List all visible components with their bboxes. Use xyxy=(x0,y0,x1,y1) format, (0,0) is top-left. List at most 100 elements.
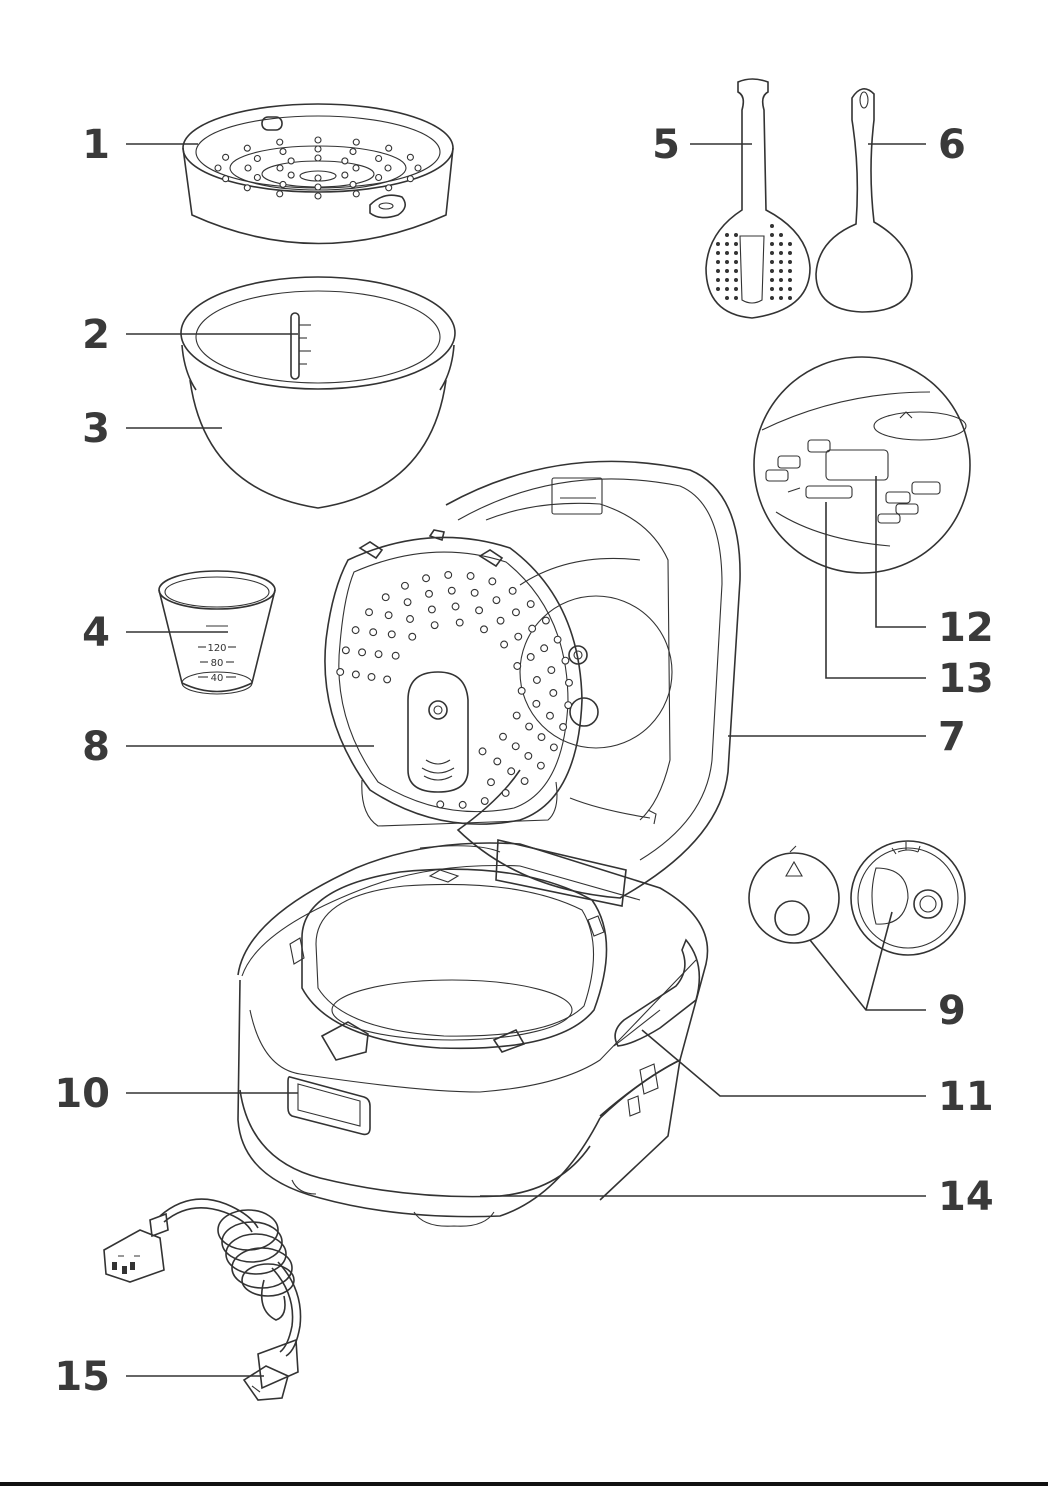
perforation-hole xyxy=(277,139,283,145)
cup-mark-40: 40 xyxy=(211,673,224,684)
perforation-hole xyxy=(508,768,515,775)
perforation-hole xyxy=(384,676,391,683)
perforation-hole xyxy=(734,269,738,273)
callout-9: 9 xyxy=(938,988,966,1034)
callout-8: 8 xyxy=(82,724,110,770)
perforation-hole xyxy=(734,287,738,291)
perforation-hole xyxy=(543,617,550,624)
perforation-hole xyxy=(375,651,382,658)
perforation-hole xyxy=(716,260,720,264)
callout-10: 10 xyxy=(54,1071,110,1117)
perforation-hole xyxy=(770,287,774,291)
perforation-hole xyxy=(734,242,738,246)
perforation-hole xyxy=(315,184,321,190)
perforation-hole xyxy=(342,172,348,178)
callout-12: 12 xyxy=(938,605,994,651)
perforation-hole xyxy=(497,617,504,624)
perforation-hole xyxy=(353,165,359,171)
perforation-hole xyxy=(244,145,250,151)
perforation-hole xyxy=(725,260,729,264)
perforation-hole xyxy=(407,176,413,182)
perforation-hole xyxy=(779,278,783,282)
callout-3: 3 xyxy=(82,406,110,452)
perforation-hole xyxy=(566,679,573,686)
perforation-hole xyxy=(500,733,507,740)
perforation-hole xyxy=(734,278,738,282)
perforation-hole xyxy=(254,156,260,162)
leader-11 xyxy=(642,1030,926,1096)
rice-spoon-icon xyxy=(706,79,810,318)
perforation-hole xyxy=(538,734,545,741)
lid-icon xyxy=(446,461,740,898)
perforation-hole xyxy=(770,296,774,300)
perforation-hole xyxy=(368,674,375,681)
callout-7: 7 xyxy=(938,714,966,760)
perforation-hole xyxy=(562,657,569,664)
perforation-hole xyxy=(716,251,720,255)
perforation-hole xyxy=(223,154,229,160)
perforation-hole xyxy=(494,758,501,765)
perforation-hole xyxy=(513,712,520,719)
cup-mark-120: 120 xyxy=(207,643,226,654)
perforation-hole xyxy=(514,663,521,670)
perforation-hole xyxy=(502,790,509,797)
inner-lid-icon xyxy=(325,530,582,826)
perforation-hole xyxy=(359,649,366,656)
perforation-hole xyxy=(526,723,533,730)
perforation-hole xyxy=(725,233,729,237)
perforation-hole xyxy=(245,165,251,171)
perforation-hole xyxy=(388,631,395,638)
perforation-hole xyxy=(788,269,792,273)
perforation-hole xyxy=(788,296,792,300)
perforation-hole xyxy=(521,778,528,785)
perforation-hole xyxy=(437,801,444,808)
perforation-hole xyxy=(550,744,557,751)
perforation-hole xyxy=(725,251,729,255)
perforation-hole xyxy=(527,601,534,608)
perforation-hole xyxy=(509,587,516,594)
perforation-hole xyxy=(342,158,348,164)
perforation-hole xyxy=(386,145,392,151)
perforation-hole xyxy=(779,251,783,255)
perforation-hole xyxy=(501,641,508,648)
perforation-hole xyxy=(560,724,567,731)
control-panel-icon xyxy=(754,357,970,573)
perforation-hole xyxy=(770,242,774,246)
perforation-hole xyxy=(445,572,452,579)
perforation-hole xyxy=(479,748,486,755)
perforation-hole xyxy=(215,165,221,171)
perforation-hole xyxy=(725,278,729,282)
perforation-hole xyxy=(548,667,555,674)
perforation-hole xyxy=(734,233,738,237)
perforation-hole xyxy=(423,575,430,582)
perforation-hole xyxy=(386,185,392,191)
perforation-hole xyxy=(471,589,478,596)
callout-1: 1 xyxy=(82,122,110,168)
leader-12 xyxy=(876,476,926,627)
perforation-hole xyxy=(315,193,321,199)
perforation-hole xyxy=(288,172,294,178)
perforation-hole xyxy=(223,176,229,182)
callout-14: 14 xyxy=(938,1174,994,1220)
perforation-hole xyxy=(515,633,522,640)
perforation-hole xyxy=(770,233,774,237)
perforation-hole xyxy=(456,619,463,626)
perforation-hole xyxy=(352,671,359,678)
perforation-hole xyxy=(376,175,382,181)
perforation-hole xyxy=(533,700,540,707)
inner-pot-icon xyxy=(181,277,455,508)
perforation-hole xyxy=(244,185,250,191)
perforation-hole xyxy=(788,260,792,264)
perforation-hole xyxy=(716,242,720,246)
perforation-hole xyxy=(353,139,359,145)
perforation-hole xyxy=(734,251,738,255)
perforation-hole xyxy=(280,149,286,155)
perforation-hole xyxy=(315,137,321,143)
perforation-hole xyxy=(366,609,373,616)
perforation-hole xyxy=(415,165,421,171)
perforation-hole xyxy=(770,224,774,228)
perforation-hole xyxy=(385,165,391,171)
perforation-hole xyxy=(527,654,534,661)
power-cord-icon xyxy=(104,1199,301,1400)
